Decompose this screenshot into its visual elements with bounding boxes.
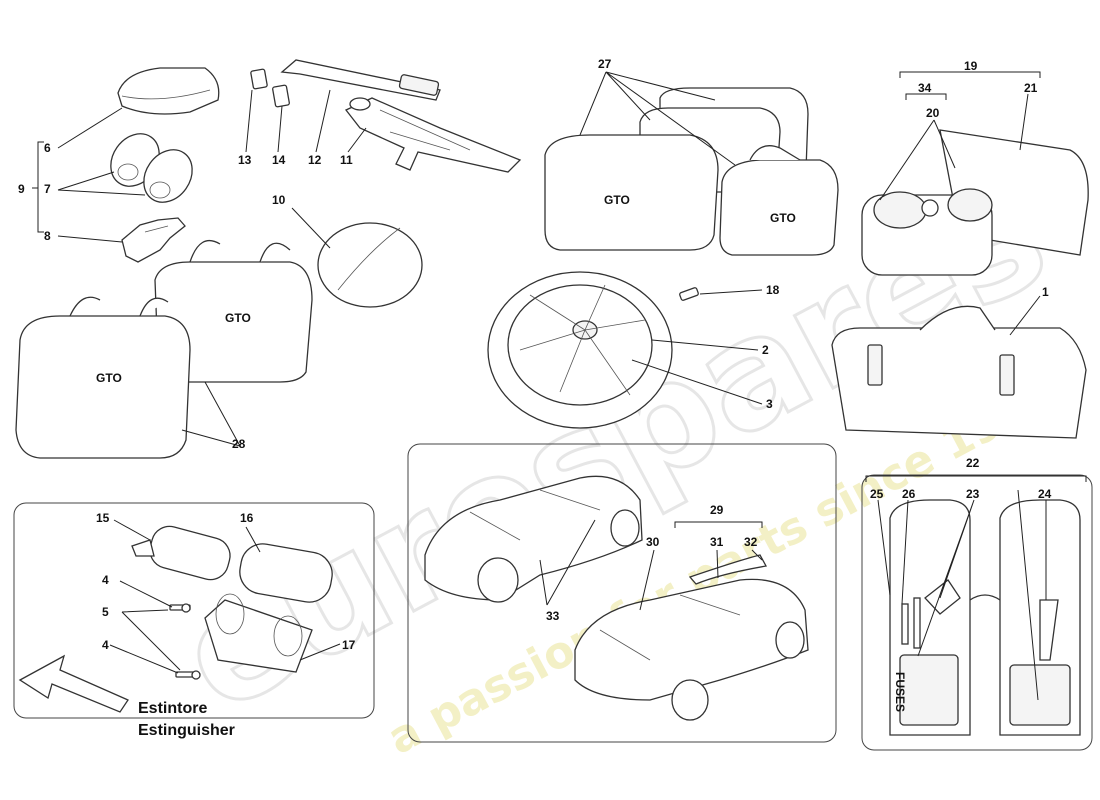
label-20: 20 <box>926 106 940 120</box>
label-2: 2 <box>762 343 769 357</box>
gloves <box>121 217 186 263</box>
extinguisher-cover <box>239 543 333 603</box>
label-11: 11 <box>340 153 353 167</box>
extinguisher-panel <box>13 502 375 719</box>
caption-estintore: Estintore <box>138 700 207 717</box>
label-17: 17 <box>342 638 356 652</box>
label-18: 18 <box>766 283 780 297</box>
label-9: 9 <box>18 182 25 196</box>
tyre-inflation-kit <box>861 129 1089 276</box>
luggage-bags-28: GTO GTO <box>15 239 313 459</box>
car-cover-folded <box>117 67 220 115</box>
leader-lines <box>57 71 1047 701</box>
label-22: 22 <box>966 456 980 470</box>
emergency-kit-panel <box>861 474 1093 751</box>
label-1: 1 <box>1042 285 1049 299</box>
wheel-covers <box>110 133 193 203</box>
fuses-label: FUSES <box>893 672 907 712</box>
label-4-top: 4 <box>102 573 109 587</box>
label-10: 10 <box>272 193 286 207</box>
label-4-bottom: 4 <box>102 638 109 652</box>
emergency-kit-pouch: FUSES <box>889 499 1081 736</box>
bag-badge-27b: GTO <box>770 211 796 225</box>
valve <box>679 287 699 301</box>
label-14: 14 <box>272 153 286 167</box>
label-34: 34 <box>918 81 932 95</box>
label-29: 29 <box>710 503 724 517</box>
label-32: 32 <box>744 535 758 549</box>
bag-badge-rear: GTO <box>225 311 251 325</box>
part-labels: 6 7 8 9 13 14 12 11 10 27 19 34 20 21 1 … <box>18 57 1052 652</box>
car-decals-panel <box>407 443 837 743</box>
car-bottom-right <box>574 578 809 721</box>
fire-extinguisher <box>131 525 231 581</box>
label-8: 8 <box>44 229 51 243</box>
label-31: 31 <box>710 535 724 549</box>
label-28: 28 <box>232 437 246 451</box>
label-33: 33 <box>546 609 560 623</box>
label-3: 3 <box>766 397 773 411</box>
stripe-decals <box>688 554 768 585</box>
label-7: 7 <box>44 182 51 196</box>
label-26: 26 <box>902 487 916 501</box>
label-21: 21 <box>1024 81 1038 95</box>
label-16: 16 <box>240 511 254 525</box>
bag-badge-27a: GTO <box>604 193 630 207</box>
label-27: 27 <box>598 57 612 71</box>
label-5: 5 <box>102 605 109 619</box>
spare-wheel <box>487 271 673 429</box>
extinguisher-bracket <box>204 593 313 673</box>
screws-washers <box>169 603 201 680</box>
bag-badge-front: GTO <box>96 371 122 385</box>
label-6: 6 <box>44 141 51 155</box>
wheel-wrench <box>280 59 441 101</box>
label-13: 13 <box>238 153 252 167</box>
luggage-bags-27: GTO GTO <box>544 87 839 256</box>
label-25: 25 <box>870 487 884 501</box>
label-12: 12 <box>308 153 322 167</box>
arrow-icon <box>18 654 129 713</box>
label-23: 23 <box>966 487 980 501</box>
caption-estinguisher: Estinguisher <box>138 722 235 739</box>
label-15: 15 <box>96 511 110 525</box>
spare-wheel-bag <box>317 222 423 308</box>
sockets <box>250 68 290 108</box>
car-top-left <box>424 475 643 603</box>
label-19: 19 <box>964 59 978 73</box>
label-24: 24 <box>1038 487 1052 501</box>
scissor-jack <box>344 97 522 173</box>
tool-case <box>831 305 1087 439</box>
label-30: 30 <box>646 535 660 549</box>
